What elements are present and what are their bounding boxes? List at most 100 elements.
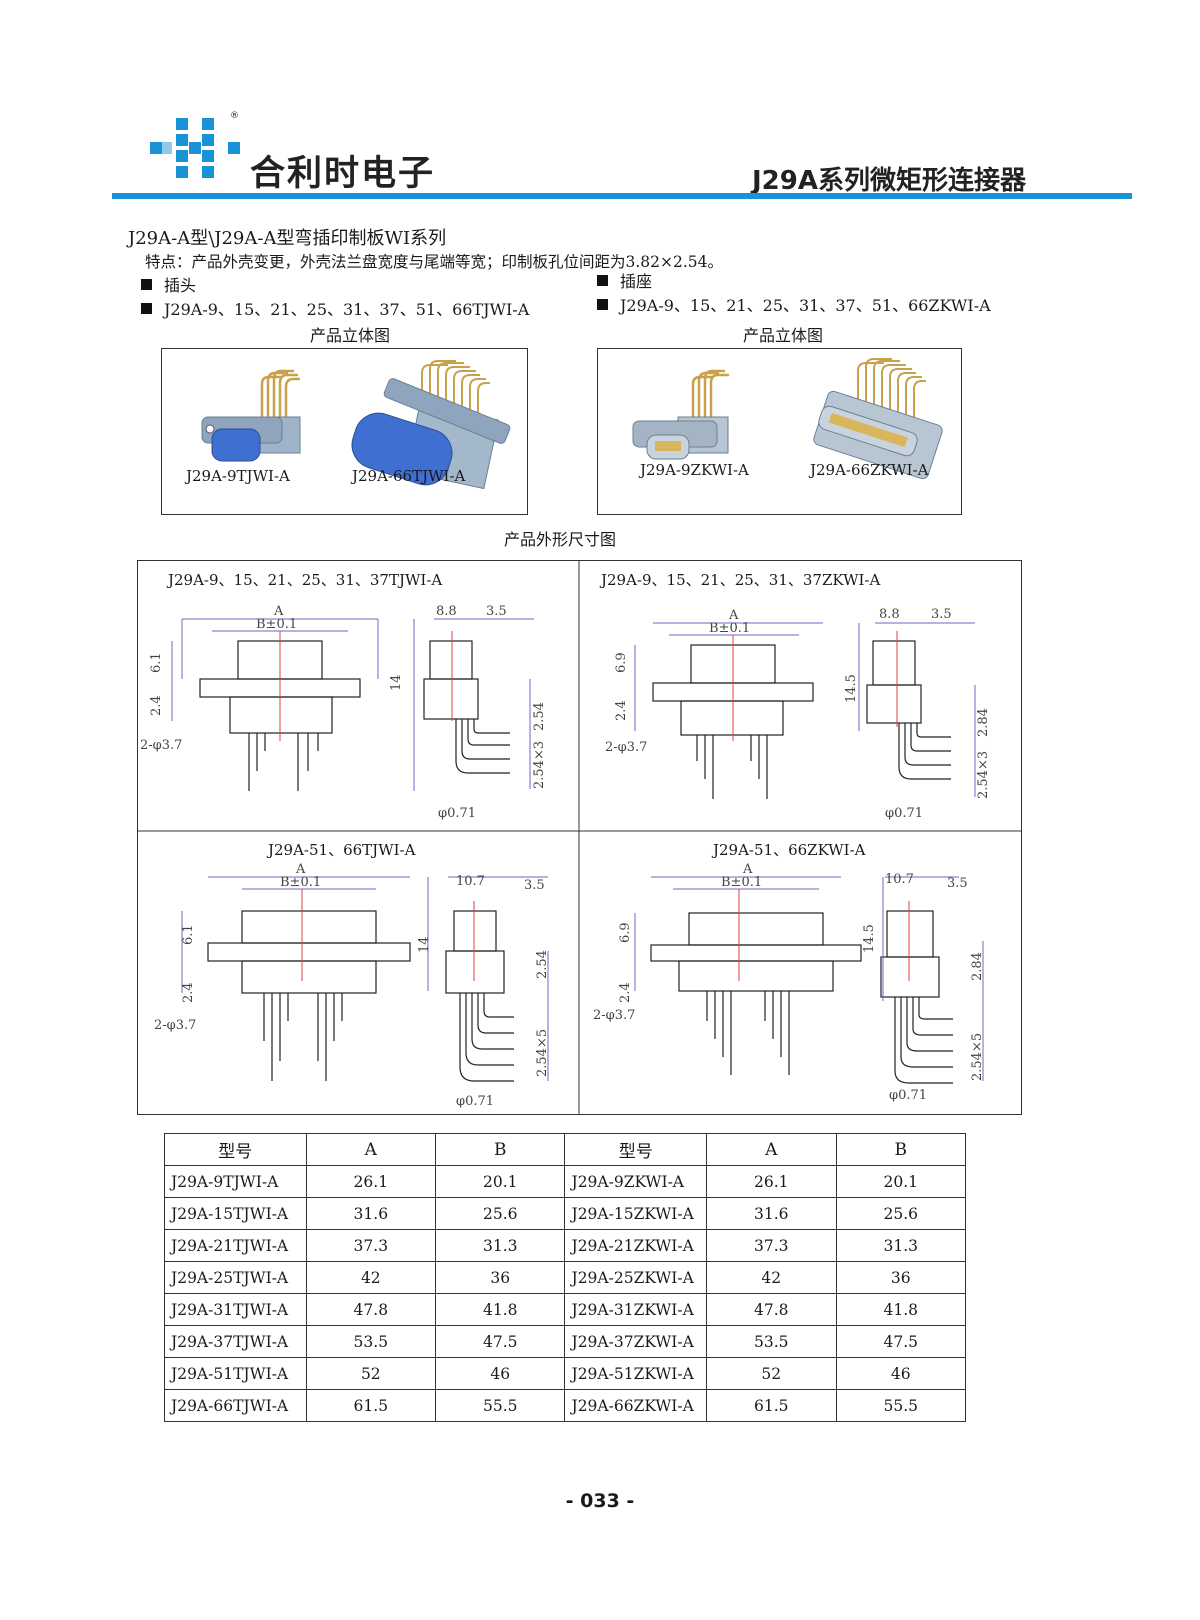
panel-title: J29A-9、15、21、25、31、37ZKWI-A <box>601 571 881 589</box>
bullet-square-icon <box>141 303 152 314</box>
dim-h3: 14.5 <box>862 924 877 953</box>
model-cell: J29A-37ZKWI-A <box>564 1325 708 1358</box>
dim-w2: 3.5 <box>947 876 968 891</box>
section-title: J29A-A型\J29A-A型弯插印制板WI系列 <box>128 228 447 249</box>
dim-b-cell: 36 <box>435 1261 566 1294</box>
dim-a-cell: 61.5 <box>305 1389 437 1422</box>
col-header-b: B <box>835 1133 967 1166</box>
page-number: - 033 - <box>565 1490 635 1512</box>
drawing-panel: J29A-9、15、21、25、31、37TJWI-A <box>138 561 579 831</box>
dim-a-cell: 61.5 <box>706 1389 837 1422</box>
panel-title: J29A-9、15、21、25、31、37TJWI-A <box>168 571 443 589</box>
drawings-caption: 产品外形尺寸图 <box>503 530 616 549</box>
dim-p1: 2.84 <box>976 708 991 737</box>
dim-p1: 2.54 <box>535 950 550 979</box>
plug-large-drawing: A B±0.1 10.7 3.5 6.1 2.4 14 2.54 2.54×5 … <box>154 862 550 1109</box>
model-cell: J29A-25TJWI-A <box>164 1261 307 1294</box>
model-cell: J29A-9TJWI-A <box>164 1165 307 1198</box>
photo-label: J29A-9TJWI-A <box>186 467 290 485</box>
dim-a-cell: 42 <box>706 1261 837 1294</box>
socket-small-drawing: A B±0.1 8.8 3.5 6.9 2.4 14.5 2.84 2.54×3… <box>605 607 991 821</box>
dim-hole: 2-φ3.7 <box>593 1008 635 1023</box>
dim-h1: 6.1 <box>181 924 196 945</box>
socket-heading: 插座 <box>597 268 652 292</box>
dim-a-cell: 26.1 <box>706 1165 837 1198</box>
model-cell: J29A-51ZKWI-A <box>564 1357 708 1390</box>
socket-photo-caption: 产品立体图 <box>742 326 823 345</box>
dimension-drawings: J29A-9、15、21、25、31、37TJWI-A <box>137 560 1022 1115</box>
brand-name: 合利时电子 <box>250 154 436 194</box>
dim-h2: 2.4 <box>614 700 629 721</box>
dim-b-cell: 20.1 <box>435 1165 566 1198</box>
model-cell: J29A-25ZKWI-A <box>564 1261 708 1294</box>
dim-h2: 2.4 <box>149 695 164 716</box>
dim-h3: 14.5 <box>844 674 859 703</box>
dim-a-cell: 37.3 <box>305 1229 437 1262</box>
dim-hole: 2-φ3.7 <box>140 738 182 753</box>
dim-w1: 8.8 <box>436 604 457 619</box>
dim-h1: 6.1 <box>149 652 164 673</box>
dim-h1: 6.9 <box>614 652 629 673</box>
drawing-grid <box>138 561 1021 1114</box>
col-header-b: B <box>435 1133 566 1166</box>
photo-label: J29A-9ZKWI-A <box>640 461 749 479</box>
dim-b-cell: 20.1 <box>835 1165 967 1198</box>
dim-a-cell: 52 <box>305 1357 437 1390</box>
plug-connector-photo <box>201 360 511 490</box>
plug-photo-box: J29A-9TJWI-A J29A-66TJWI-A <box>161 348 528 515</box>
dim-a-cell: 42 <box>305 1261 437 1294</box>
table-header-row: 型号 A B 型号 A B <box>164 1133 967 1166</box>
plug-photo-caption: 产品立体图 <box>309 326 390 345</box>
dim-pin: φ0.71 <box>438 806 476 821</box>
socket-connector-photo <box>632 358 943 480</box>
dim-p2: 2.54×5 <box>970 1033 985 1081</box>
dim-a-cell: 26.1 <box>305 1165 437 1198</box>
dim-a-cell: 31.6 <box>706 1197 837 1230</box>
model-cell: J29A-21ZKWI-A <box>564 1229 708 1262</box>
photo-label: J29A-66ZKWI-A <box>810 461 929 479</box>
drawing-panel: J29A-9、15、21、25、31、37ZKWI-A <box>579 561 1021 831</box>
bullet-square-icon <box>141 279 152 290</box>
dim-b-cell: 47.5 <box>435 1325 566 1358</box>
col-header-a: A <box>305 1133 437 1166</box>
dim-a-cell: 53.5 <box>305 1325 437 1358</box>
drawing-panel: J29A-51、66TJWI-A <box>138 831 579 1114</box>
model-cell: J29A-31ZKWI-A <box>564 1293 708 1326</box>
plug-small-drawing: A B±0.1 8.8 3.5 6.1 2.4 14 2.54 2.54×3 2… <box>140 604 547 821</box>
model-cell: J29A-66TJWI-A <box>164 1389 307 1422</box>
col-header-model: 型号 <box>164 1133 307 1166</box>
plug-heading: 插头 <box>141 272 196 296</box>
drawing-panel: J29A-51、66ZKWI-A <box>579 831 1021 1114</box>
dim-h3: 14 <box>389 674 404 691</box>
dim-h3: 14 <box>417 936 432 953</box>
dim-w2: 3.5 <box>931 607 952 622</box>
dim-a-cell: 53.5 <box>706 1325 837 1358</box>
model-cell: J29A-66ZKWI-A <box>564 1389 708 1422</box>
dim-b-cell: 25.6 <box>835 1197 967 1230</box>
dim-b-cell: 47.5 <box>835 1325 967 1358</box>
dim-w1: 8.8 <box>879 607 900 622</box>
dim-h2: 2.4 <box>618 982 633 1003</box>
dim-a-cell: 47.8 <box>706 1293 837 1326</box>
model-cell: J29A-51TJWI-A <box>164 1357 307 1390</box>
dim-b-cell: 41.8 <box>435 1293 566 1326</box>
dim-h1: 6.9 <box>618 922 633 943</box>
dim-a: A <box>728 608 739 623</box>
dim-p2: 2.54×3 <box>532 741 547 789</box>
dim-a-cell: 52 <box>706 1357 837 1390</box>
dim-a-cell: 31.6 <box>305 1197 437 1230</box>
model-cell: J29A-37TJWI-A <box>164 1325 307 1358</box>
model-cell: J29A-9ZKWI-A <box>564 1165 708 1198</box>
dim-b: B±0.1 <box>709 621 750 636</box>
dim-b-cell: 55.5 <box>435 1389 566 1422</box>
dim-a: A <box>273 604 284 619</box>
dim-a: A <box>295 862 306 877</box>
socket-large-drawing: A B±0.1 10.7 3.5 6.9 2.4 14.5 2.84 2.54×… <box>593 862 985 1103</box>
dim-hole: 2-φ3.7 <box>605 740 647 755</box>
